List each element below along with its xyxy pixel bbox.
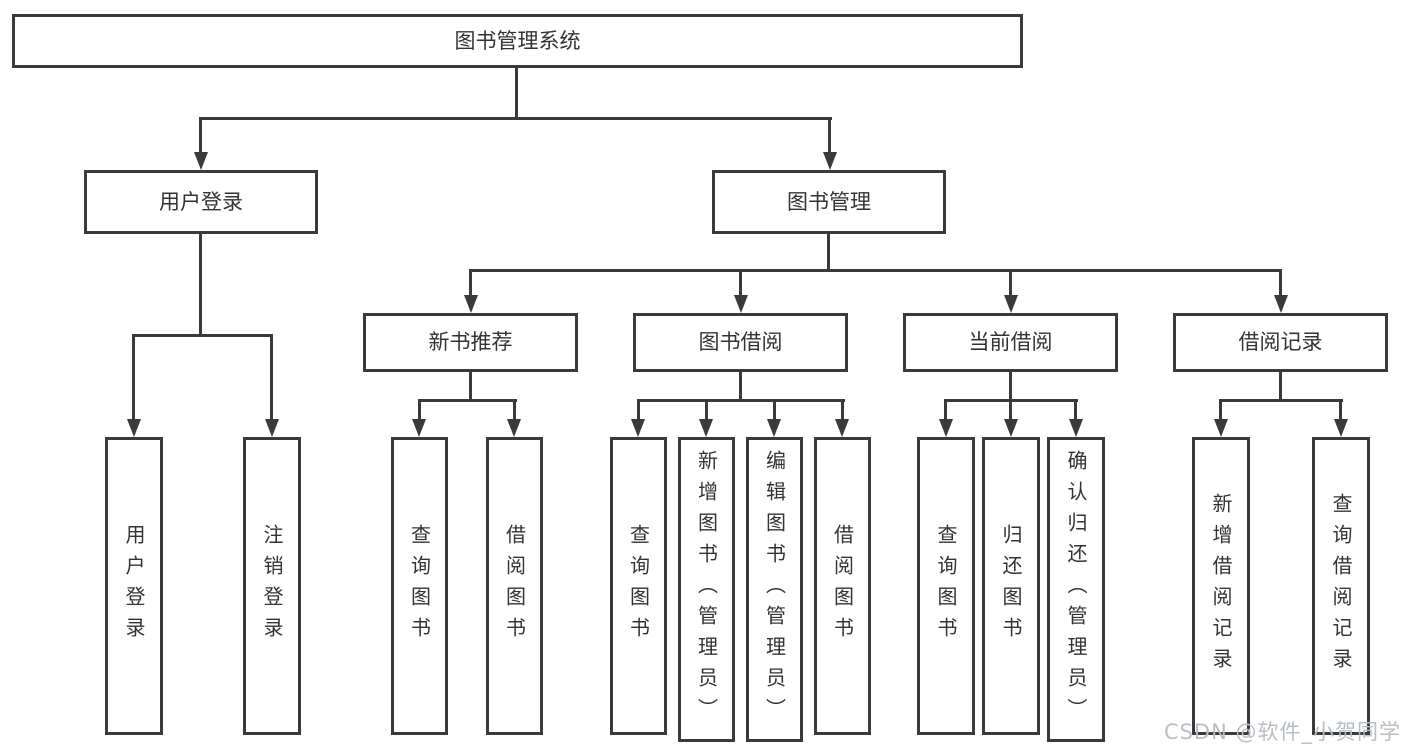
connector-arrowhead (464, 295, 478, 313)
leaf-confirm-return-admin: 确认归还（管理员） (1047, 437, 1105, 742)
connector-vline (513, 399, 516, 423)
connector-vline (1074, 399, 1077, 423)
node-book-borrow: 图书借阅 (633, 313, 848, 372)
connector-hline (637, 399, 845, 402)
node-root: 图书管理系统 (12, 14, 1023, 68)
connector-vline (1219, 399, 1222, 423)
node-label: 查询借阅记录 (1329, 493, 1353, 679)
node-label: 图书借阅 (698, 330, 783, 354)
connector-vline (739, 372, 742, 402)
node-current-borrow: 当前借阅 (903, 313, 1118, 372)
connector-hline (469, 269, 1282, 272)
connector-vline (469, 269, 472, 297)
connector-vline (515, 66, 518, 119)
connector-vline (705, 399, 708, 423)
connector-vline (827, 234, 830, 272)
connector-vline (773, 399, 776, 423)
node-borrow-records: 借阅记录 (1173, 313, 1388, 372)
leaf-borrow-books-recommend: 借阅图书 (486, 437, 543, 735)
node-label: 确认归还（管理员） (1064, 450, 1088, 729)
watermark-text: CSDN @软件_小贺同学 (1163, 720, 1401, 744)
leaf-query-books-current: 查询图书 (917, 437, 975, 735)
node-label: 图书管理 (787, 189, 871, 214)
connector-arrowhead (823, 152, 837, 170)
connector-vline (1009, 269, 1012, 297)
node-label: 注销登录 (260, 524, 284, 648)
leaf-add-borrow-record: 新增借阅记录 (1192, 437, 1250, 735)
leaf-user-login: 用户登录 (105, 437, 163, 735)
connector-arrowhead (1069, 419, 1083, 437)
leaf-query-borrow-record: 查询借阅记录 (1312, 437, 1370, 735)
connector-arrowhead (412, 419, 426, 437)
connector-vline (739, 269, 742, 297)
connector-arrowhead (507, 419, 521, 437)
connector-arrowhead (1004, 295, 1018, 313)
node-label: 查询图书 (407, 524, 432, 648)
connector-vline (828, 117, 831, 155)
connector-hline (132, 334, 273, 337)
connector-hline (199, 117, 832, 120)
connector-vline (637, 399, 640, 423)
connector-arrowhead (835, 419, 849, 437)
connector-arrowhead (734, 295, 748, 313)
leaf-query-books-recommend: 查询图书 (391, 437, 448, 735)
connector-arrowhead (939, 419, 953, 437)
leaf-add-book-admin: 新增图书（管理员） (678, 437, 735, 742)
connector-vline (199, 117, 202, 155)
node-label: 新增图书（管理员） (694, 450, 719, 729)
leaf-query-books-borrow: 查询图书 (610, 437, 667, 735)
node-new-book-recommend: 新书推荐 (363, 313, 578, 372)
connector-vline (418, 399, 421, 423)
connector-hline (1219, 399, 1343, 402)
node-book-management: 图书管理 (712, 170, 946, 234)
connector-vline (944, 399, 947, 423)
node-label: 编辑图书（管理员） (762, 450, 787, 729)
node-label: 图书管理系统 (454, 28, 581, 53)
connector-arrowhead (1334, 419, 1348, 437)
connector-arrowhead (1004, 419, 1018, 437)
connector-vline (841, 399, 844, 423)
leaf-edit-book-admin: 编辑图书（管理员） (746, 437, 803, 742)
node-label: 查询图书 (934, 524, 958, 648)
connector-vline (1339, 399, 1342, 423)
node-user-login: 用户登录 (84, 170, 318, 234)
node-label: 借阅记录 (1238, 330, 1323, 354)
connector-arrowhead (1274, 295, 1288, 313)
connector-vline (270, 334, 273, 422)
connector-arrowhead (265, 419, 279, 437)
connector-vline (1009, 372, 1012, 402)
connector-hline (418, 399, 517, 402)
node-label: 用户登录 (159, 189, 243, 214)
leaf-borrow-books-borrow: 借阅图书 (814, 437, 871, 735)
connector-vline (1009, 399, 1012, 423)
connector-vline (199, 234, 202, 337)
connector-arrowhead (699, 419, 713, 437)
leaf-return-book: 归还图书 (982, 437, 1040, 735)
connector-vline (1279, 372, 1282, 402)
node-label: 新增借阅记录 (1209, 493, 1233, 679)
connector-vline (469, 372, 472, 402)
node-label: 借阅图书 (830, 524, 855, 648)
connector-vline (132, 334, 135, 422)
connector-arrowhead (1214, 419, 1228, 437)
node-label: 归还图书 (999, 524, 1023, 648)
leaf-logout: 注销登录 (243, 437, 301, 735)
connector-arrowhead (194, 152, 208, 170)
connector-vline (1279, 269, 1282, 297)
connector-arrowhead (127, 419, 141, 437)
connector-arrowhead (767, 419, 781, 437)
node-label: 用户登录 (122, 524, 146, 648)
node-label: 查询图书 (626, 524, 651, 648)
node-label: 当前借阅 (968, 330, 1053, 354)
connector-arrowhead (631, 419, 645, 437)
node-label: 借阅图书 (502, 524, 527, 648)
node-label: 新书推荐 (428, 330, 513, 354)
